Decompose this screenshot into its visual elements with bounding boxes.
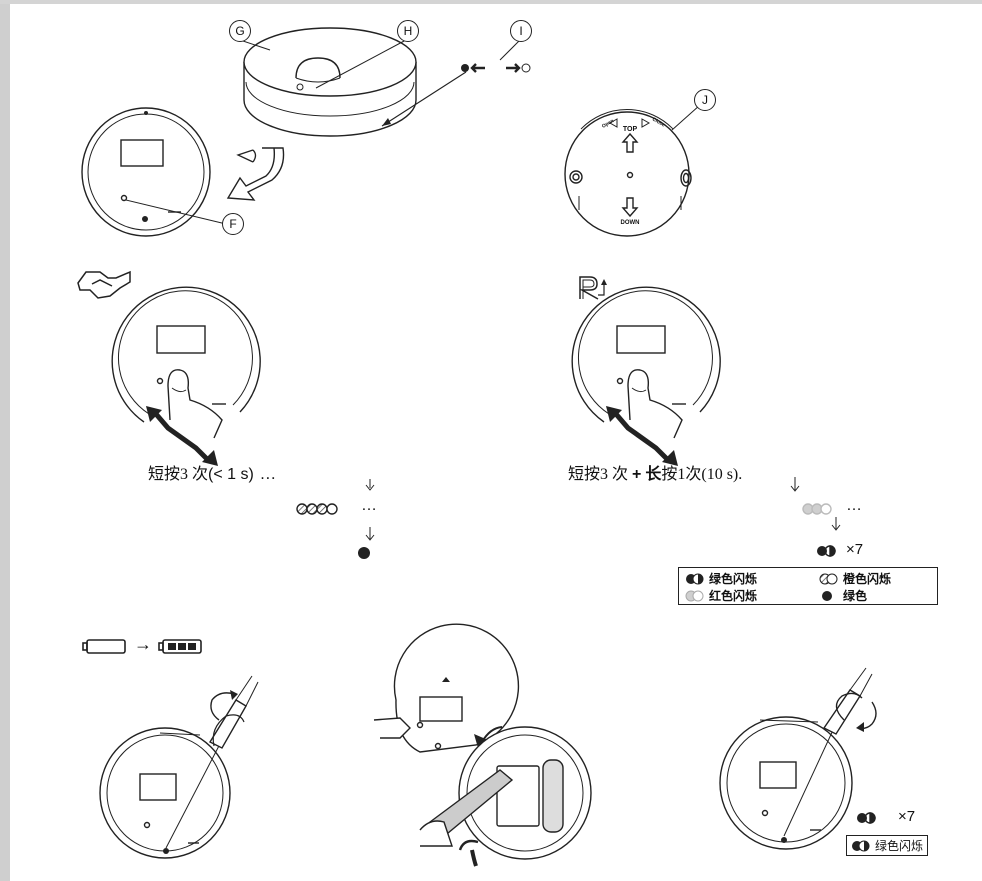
callout-g: G	[229, 20, 251, 42]
page-frame-left	[0, 0, 10, 881]
led-in-out-indicator	[461, 63, 531, 73]
pairing-instruction: 短按3 次(< 1 s) …	[148, 460, 276, 484]
orange-blink-leds	[296, 503, 338, 515]
red-blink-leds	[802, 503, 832, 515]
battery-arrow: →	[134, 634, 152, 654]
mount-top-label: TOP	[623, 126, 638, 133]
close-badge-icon	[852, 840, 870, 851]
legend-green-label: 绿色	[843, 589, 868, 603]
legend-orange-blink-label: 橙色闪烁	[843, 572, 892, 586]
legend-red-blink-label: 红色闪烁	[709, 589, 758, 603]
close-device-illustration	[719, 667, 873, 850]
legend-green-blink-label: 绿色闪烁	[709, 572, 758, 586]
legend-orange-blink: 橙色闪烁	[819, 570, 891, 587]
page-frame-top	[0, 0, 982, 4]
mount-open-label: Open	[601, 118, 615, 130]
callout-i: I	[510, 20, 532, 42]
close-green-blink-leds	[857, 812, 876, 824]
back-plate-illustration	[81, 107, 211, 237]
reset-duration: 按1次(10 s).	[661, 466, 743, 483]
pairing-short-press: 短按3 次	[148, 466, 209, 483]
mounting-plate-illustration	[564, 108, 692, 237]
green-blink-legend-icon	[686, 573, 704, 584]
sensor-device-illustration	[243, 27, 417, 137]
reset-icon	[579, 276, 607, 300]
red-blink-legend-icon	[685, 590, 704, 601]
callout-h: H	[397, 20, 419, 42]
legend-red-blink: 红色闪烁	[685, 587, 757, 604]
flip-arrow-illustration	[226, 147, 285, 201]
legend-green: 绿色	[819, 587, 867, 604]
callout-j: J	[694, 89, 716, 111]
orange-blink-legend-icon	[819, 573, 838, 584]
reset-instruction: 短按3 次 +长按1次(10 s).	[568, 460, 742, 484]
mount-down-label: DOWN	[621, 220, 640, 226]
callout-f: F	[222, 213, 244, 235]
led-legend: 绿色闪烁 橙色闪烁 红色闪烁 绿色	[678, 567, 938, 605]
battery-insert-illustration	[373, 623, 592, 867]
battery-full-icon	[158, 639, 202, 654]
reset-ellipsis: …	[846, 497, 862, 514]
pairing-device-illustration	[111, 286, 261, 466]
battery-empty-icon	[82, 639, 126, 654]
reset-plus: +	[632, 466, 642, 483]
pair-icon	[77, 270, 131, 299]
reset-short-press: 短按3 次	[568, 466, 633, 483]
close-badge-label: 绿色闪烁	[875, 839, 924, 853]
reset-device-illustration	[571, 286, 721, 466]
reset-long-press: 长	[645, 466, 662, 483]
pairing-ellipsis: …	[259, 466, 276, 483]
pairing-ellipsis-2: …	[361, 497, 377, 514]
pairing-duration: (< 1 s)	[208, 466, 254, 483]
green-blink-leds	[817, 545, 836, 557]
reset-repeat-count: ×7	[846, 541, 864, 558]
green-solid-legend-icon	[822, 590, 832, 601]
legend-green-blink: 绿色闪烁	[685, 570, 757, 587]
green-solid-led	[358, 547, 370, 559]
open-device-illustration	[99, 675, 259, 859]
close-green-blink-badge: 绿色闪烁	[846, 835, 929, 856]
close-repeat-count: ×7	[898, 808, 916, 825]
